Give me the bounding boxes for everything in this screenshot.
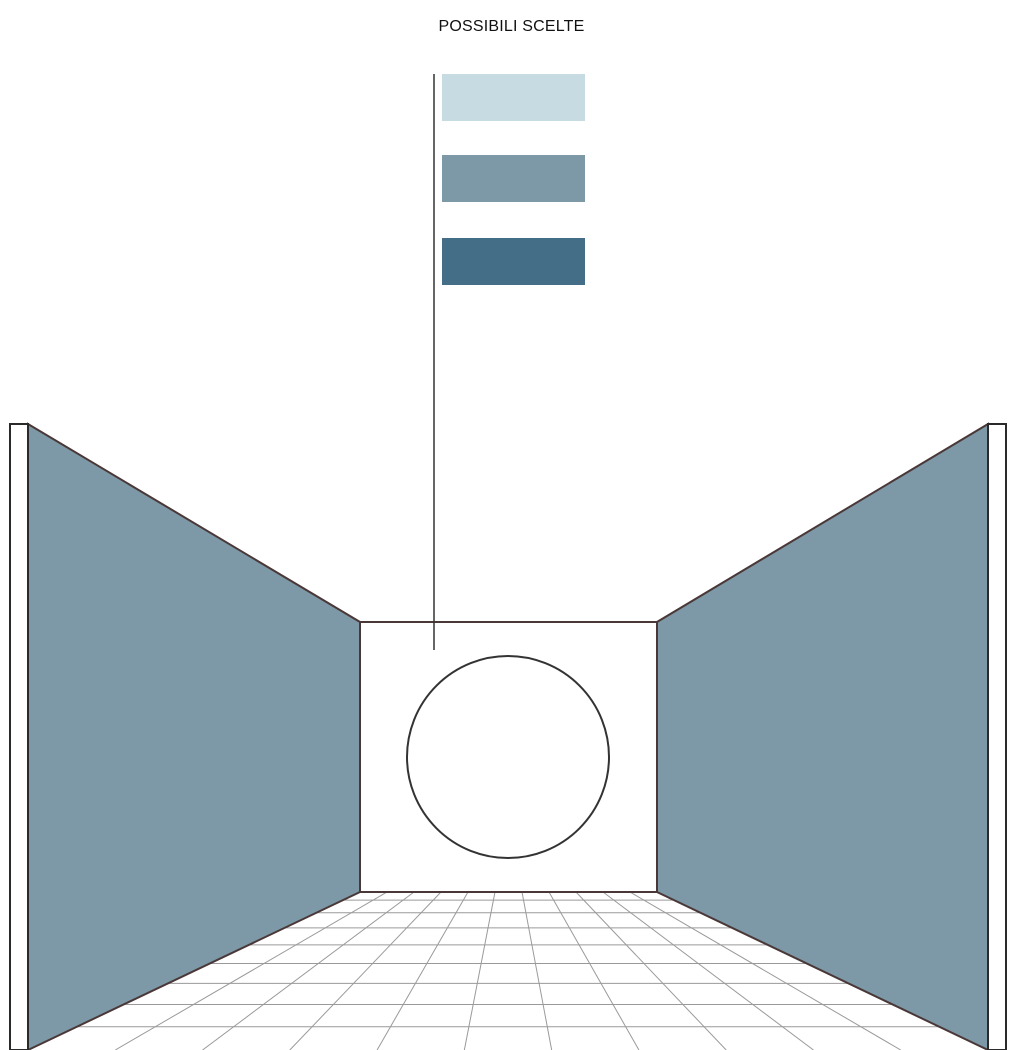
color-swatch-light[interactable] <box>442 74 585 121</box>
color-swatch-dark[interactable] <box>442 238 585 285</box>
right-pillar <box>988 424 1006 1050</box>
color-swatch-medium[interactable] <box>442 155 585 202</box>
left-pillar <box>10 424 28 1050</box>
back-wall <box>360 622 657 892</box>
